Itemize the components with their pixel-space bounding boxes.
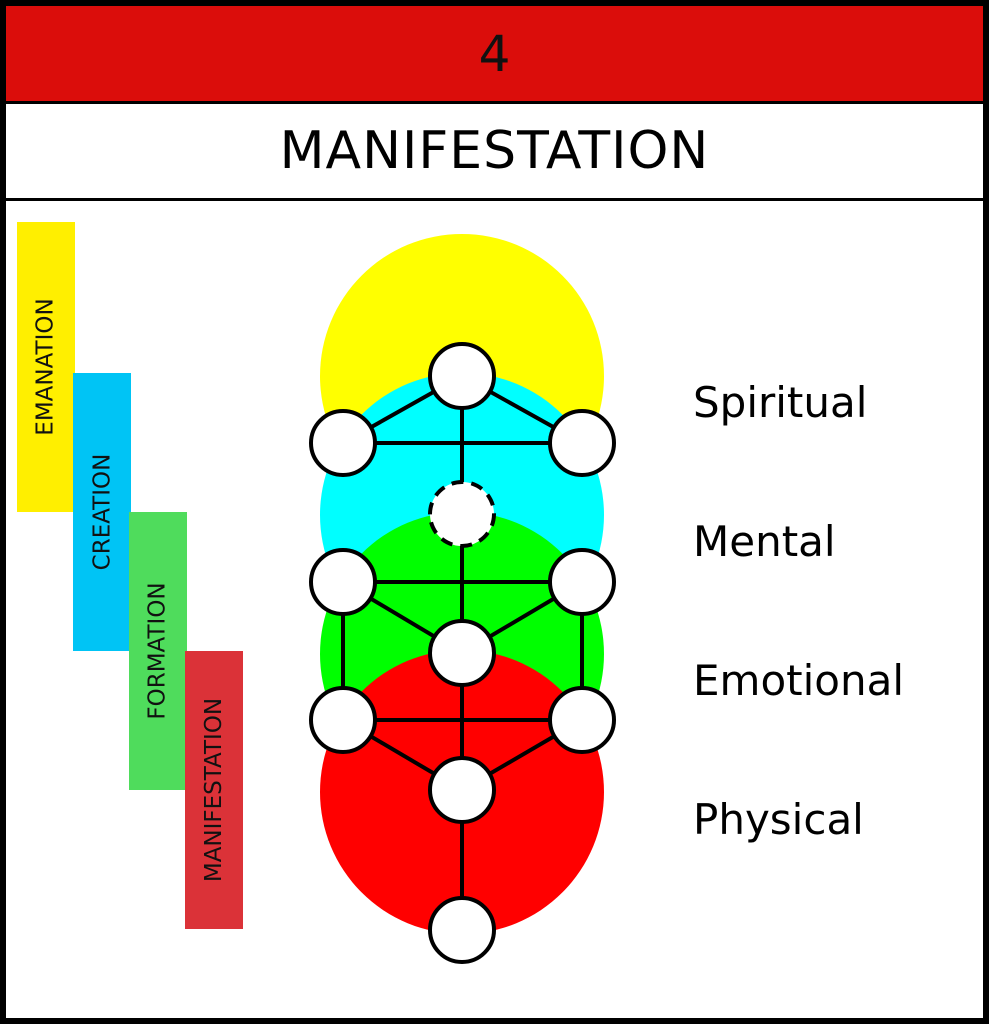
world-bar-formation: FORMATION (129, 512, 187, 790)
level-label-mental: Mental (693, 517, 836, 566)
node-malkuth (428, 896, 496, 964)
node-tiphareth (428, 619, 496, 687)
level-label-spiritual: Spiritual (693, 378, 868, 427)
world-bar-manifestation: MANIFESTATION (185, 651, 243, 929)
node-chokmah (548, 409, 616, 477)
level-label-emotional: Emotional (693, 656, 905, 705)
node-geburah (309, 548, 377, 616)
node-yesod (428, 756, 496, 824)
node-binah (309, 409, 377, 477)
node-hod (309, 686, 377, 754)
node-kether (428, 342, 496, 410)
sephirot-nodes (309, 342, 616, 964)
node-netzach (548, 686, 616, 754)
stage-number: 4 (6, 6, 983, 104)
node-daath (428, 480, 496, 548)
page-title: MANIFESTATION (6, 104, 983, 201)
world-bar-emanation: EMANATION (17, 222, 75, 512)
level-label-physical: Physical (693, 795, 864, 844)
world-bar-creation: CREATION (73, 373, 131, 651)
node-chesed (548, 548, 616, 616)
